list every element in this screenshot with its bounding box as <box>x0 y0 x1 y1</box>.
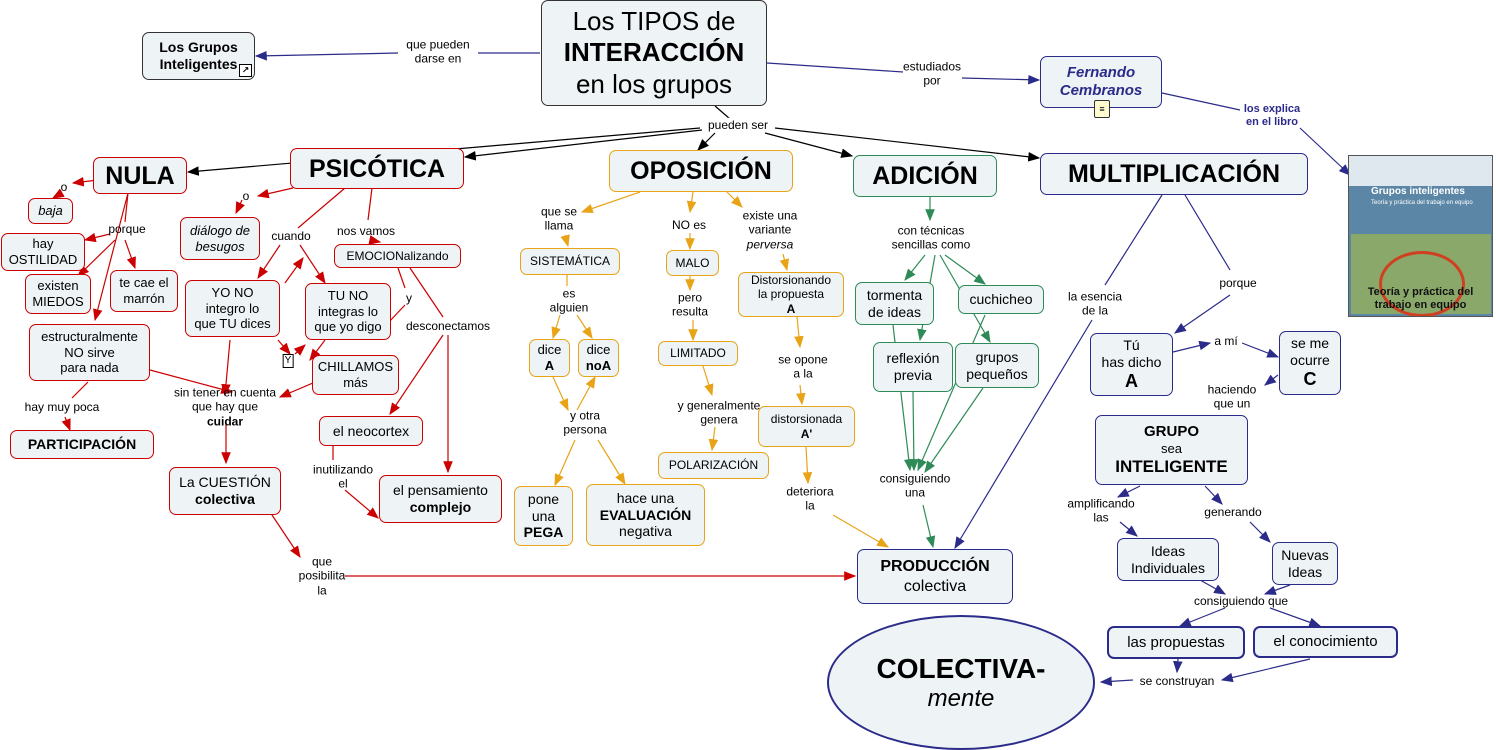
colectiva-line1: COLECTIVA- <box>876 652 1046 684</box>
psicotica-cuando: cuando <box>271 228 311 243</box>
type-nula[interactable]: NULA <box>93 157 187 194</box>
psicotica-nos-vamos: nos vamos <box>336 223 396 238</box>
type-multiplicacion[interactable]: MULTIPLICACIÓN <box>1040 153 1308 195</box>
psicotica-neocortex[interactable]: el neocortex <box>319 416 423 446</box>
mult-se-construyan: se construyan <box>1139 673 1215 688</box>
title-line2: INTERACCIÓN <box>563 37 745 68</box>
mult-generando: generando <box>1204 504 1262 519</box>
central-title[interactable]: Los TIPOS de INTERACCIÓN en los grupos <box>541 0 767 106</box>
mult-las-propuestas[interactable]: las propuestas <box>1107 626 1245 659</box>
mult-a-mi: a mí <box>1214 333 1238 348</box>
nula-hay-muy-poca: hay muy poca <box>24 399 100 414</box>
grupos-line2: Inteligentes <box>159 56 238 72</box>
nula-porque: porque <box>108 221 146 236</box>
psicotica-y1: y <box>406 290 412 305</box>
shortcut-arrow-icon[interactable]: ↗ <box>239 64 252 77</box>
nula-o: o <box>60 179 68 194</box>
nula-baja[interactable]: baja <box>28 198 73 224</box>
mult-el-conocimiento[interactable]: el conocimiento <box>1253 626 1398 658</box>
fernando-line1: Fernando <box>1066 64 1136 81</box>
grupos-inteligentes-node[interactable]: Los Grupos Inteligentes ↗ <box>142 32 255 80</box>
title-line3: en los grupos <box>575 68 733 99</box>
mult-grupo-inteligente[interactable]: GRUPO sea INTELIGENTE <box>1095 415 1248 485</box>
type-psicotica[interactable]: PSICÓTICA <box>290 148 464 189</box>
adicion-cuchicheo[interactable]: cuchicheo <box>958 285 1044 314</box>
type-oposicion[interactable]: OPOSICIÓN <box>609 150 793 192</box>
fernando-node[interactable]: Fernando Cembranos <box>1040 56 1162 108</box>
oposicion-limitado[interactable]: LIMITADO <box>658 341 738 366</box>
psicotica-emocionalizando[interactable]: EMOCIONalizando <box>334 244 461 268</box>
psicotica-desconectamos: desconectamos <box>405 318 491 333</box>
mult-consiguiendo-que: consiguiendo que <box>1193 593 1289 608</box>
colectivamente-node[interactable]: COLECTIVA- mente <box>827 615 1095 750</box>
link-pueden-ser: pueden ser <box>707 117 769 133</box>
book-cover-image: Grupos inteligentes Teoría y práctica de… <box>1348 155 1493 317</box>
book-title: Grupos inteligentes <box>1371 186 1465 197</box>
oposicion-polarizacion[interactable]: POLARIZACIÓN <box>658 452 769 479</box>
psicotica-y2: Y <box>282 354 294 368</box>
oposicion-no-es: NO es <box>671 217 707 232</box>
mult-porque: porque <box>1219 275 1257 290</box>
book-subtitle: Teoría y práctica del trabajo en equipo <box>1371 200 1473 206</box>
psicotica-o: o <box>242 188 250 203</box>
colectiva-line2: mente <box>927 684 995 712</box>
fernando-line2: Cembranos <box>1059 82 1143 99</box>
type-adicion[interactable]: ADICIÓN <box>853 155 997 197</box>
oposicion-sistematica[interactable]: SISTEMÁTICA <box>520 248 620 275</box>
oposicion-malo[interactable]: MALO <box>666 250 719 276</box>
title-line1: Los TIPOS de <box>572 6 736 37</box>
grupos-line1: Los Grupos <box>159 39 238 56</box>
note-icon[interactable]: ≡ <box>1094 100 1110 118</box>
nula-participacion[interactable]: PARTICIPACIÓN <box>10 430 154 459</box>
